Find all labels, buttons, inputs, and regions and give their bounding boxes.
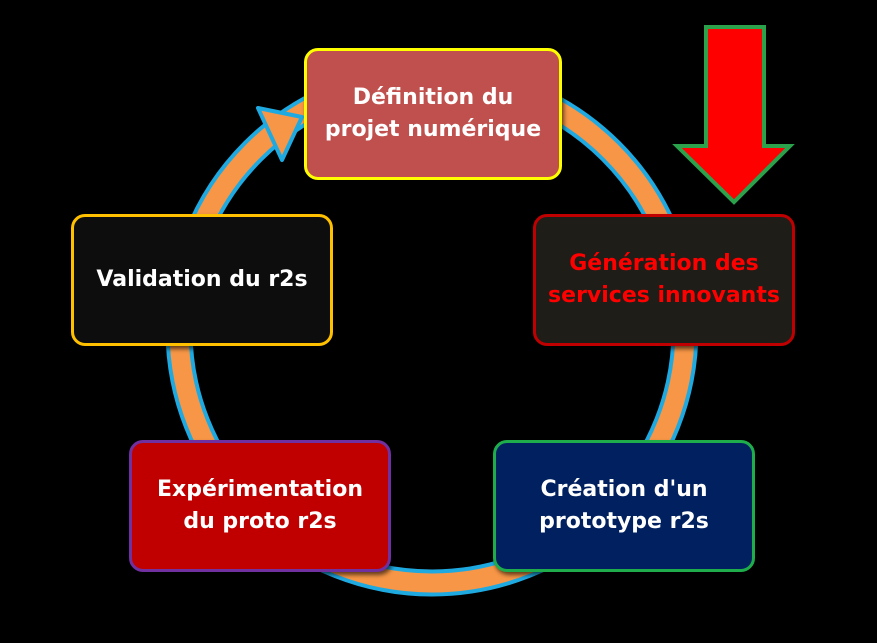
step-creation-prototype[interactable]: Création d'un prototype r2s [493, 440, 755, 572]
step-validation[interactable]: Validation du r2s [71, 214, 333, 346]
step-label: Définition du projet numérique [324, 85, 542, 142]
step-label: Validation du r2s [96, 267, 308, 293]
cycle-arrowhead-icon [256, 106, 304, 162]
step-label: Génération des services innovants [548, 251, 780, 308]
step-experimentation[interactable]: Expérimentation du proto r2s [129, 440, 391, 572]
step-label: Expérimentation du proto r2s [157, 477, 363, 534]
down-arrow-icon [672, 25, 795, 205]
step-label: Création d'un prototype r2s [539, 477, 709, 534]
step-generation-services[interactable]: Génération des services innovants [533, 214, 795, 346]
step-definition-projet[interactable]: Définition du projet numérique [304, 48, 562, 180]
